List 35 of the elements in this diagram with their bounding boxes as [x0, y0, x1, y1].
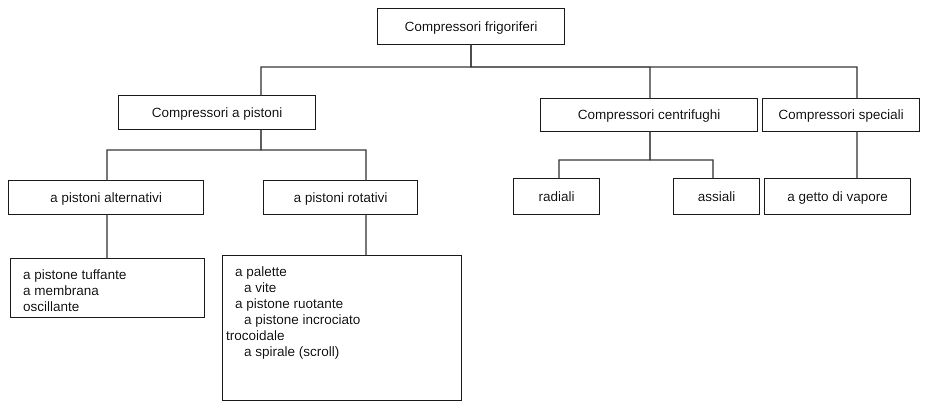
- list-item: a pistone tuffante: [23, 267, 126, 283]
- list-item: trocoidale: [226, 328, 285, 344]
- list-item: a pistone incrociato: [244, 312, 360, 328]
- list-item: a palette: [235, 264, 287, 280]
- connector-line: [260, 130, 367, 180]
- list-item: a vite: [244, 280, 276, 296]
- node-label: assiali: [698, 188, 736, 204]
- node-label: a pistoni alternativi: [50, 190, 162, 206]
- list-item: a membrana: [23, 283, 99, 299]
- category-box: [673, 178, 760, 215]
- list-item: a pistone ruotante: [235, 296, 344, 312]
- list-box: [10, 258, 205, 318]
- node-label: Compressori speciali: [778, 107, 904, 123]
- category-box: [377, 8, 565, 45]
- node-label: a getto di vapore: [787, 188, 888, 204]
- category-box: [762, 98, 920, 132]
- category-box: [513, 178, 600, 215]
- node-label: Compressori frigoriferi: [404, 18, 538, 34]
- connector-line: [106, 215, 108, 258]
- connector-line: [649, 132, 714, 178]
- list-item: oscillante: [23, 299, 80, 315]
- node-label: Compressori centrifughi: [578, 107, 720, 123]
- list-box: [222, 255, 462, 401]
- category-box: [263, 180, 418, 215]
- category-box: [764, 178, 911, 215]
- node-label: a pistoni rotativi: [294, 190, 388, 206]
- list-item: a spirale (scroll): [244, 344, 340, 360]
- connector-line: [856, 132, 858, 178]
- connector-line: [365, 215, 367, 255]
- category-box: [540, 98, 758, 132]
- category-box: [118, 95, 316, 130]
- node-label: radiali: [538, 188, 575, 204]
- category-box: [8, 180, 204, 215]
- connector-line: [470, 45, 858, 98]
- node-label: Compressori a pistoni: [152, 104, 282, 120]
